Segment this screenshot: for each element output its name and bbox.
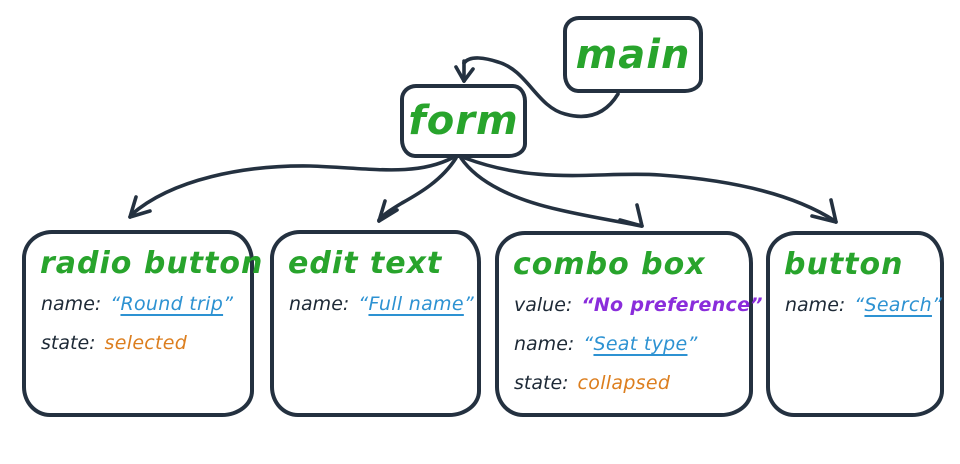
close-quote: ” (750, 294, 763, 316)
combo-box-state-row: state: collapsed (514, 371, 737, 395)
radio-button-state-row: state: selected (41, 331, 238, 355)
edge-form-button (463, 156, 838, 224)
name-label: name: (785, 294, 846, 316)
node-main: main (563, 16, 703, 93)
combo-box-value-row: value: “No preference” (514, 294, 763, 317)
node-combo-box-title: combo box (513, 247, 706, 282)
open-quote: “ (854, 294, 865, 316)
name-value: “Round trip” (110, 293, 234, 315)
edge-form-edit-text (377, 156, 458, 223)
open-quote: “ (110, 293, 121, 315)
node-form: form (400, 84, 527, 158)
close-quote: ” (931, 294, 943, 316)
node-form-title: form (408, 98, 519, 144)
close-quote: ” (223, 293, 234, 315)
name-label: name: (289, 293, 350, 315)
state-label: state: (41, 331, 96, 354)
node-edit-text-title: edit text (288, 246, 443, 281)
state-value: selected (104, 331, 188, 354)
name-value: “Search” (854, 294, 943, 316)
value-label: value: (514, 294, 573, 316)
name-value: “Seat type” (583, 332, 698, 355)
combo-box-name-row: name: “Seat type” (514, 332, 737, 356)
name-label: name: (41, 293, 102, 315)
name-value: “Full name” (358, 293, 474, 315)
edit-text-name-row: name: “Full name” (289, 293, 474, 316)
open-quote: “ (358, 293, 369, 315)
node-edit-text: edit text name: “Full name” (270, 230, 481, 417)
radio-button-name-row: name: “Round trip” (41, 293, 238, 316)
value-value: “No preference” (581, 294, 763, 316)
edge-form-radio-button (128, 156, 454, 219)
open-quote: “ (583, 332, 594, 355)
node-combo-box: combo box value: “No preference” name: “Se… (495, 231, 763, 417)
close-quote: ” (463, 293, 474, 315)
node-button: button name: “Search” (766, 231, 944, 417)
node-radio-button: radio button name: “Round trip” state: sel… (22, 230, 264, 417)
open-quote: “ (581, 294, 594, 316)
close-quote: ” (687, 332, 698, 355)
node-radio-button-title: radio button (40, 246, 264, 281)
state-label: state: (514, 371, 569, 394)
name-label: name: (514, 332, 575, 355)
button-name-row: name: “Search” (785, 294, 942, 317)
state-value: collapsed (577, 371, 671, 394)
node-button-title: button (784, 247, 904, 282)
node-main-title: main (575, 31, 691, 78)
edge-form-combo-box (459, 156, 644, 228)
